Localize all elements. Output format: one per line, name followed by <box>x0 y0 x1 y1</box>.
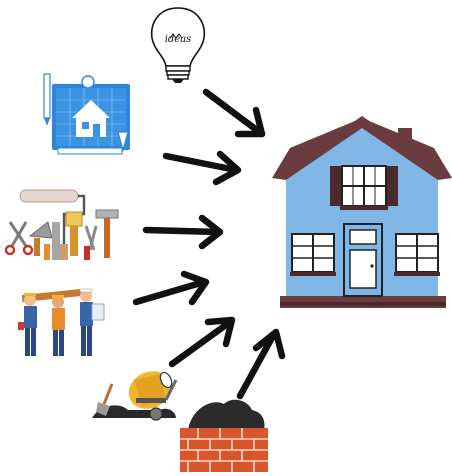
construction-workers-icon <box>18 288 105 356</box>
left-window <box>290 233 336 276</box>
lightbulb-icon: ideas <box>150 7 206 83</box>
arrows-group <box>132 88 286 400</box>
arrow-from-workers <box>132 270 210 306</box>
arrow-from-bulb <box>202 88 266 138</box>
construction-tools-icon <box>4 189 119 260</box>
house-blueprint-icon <box>43 73 130 155</box>
upper-window <box>330 165 398 210</box>
right-window <box>394 233 440 276</box>
arrow-from-blueprint <box>162 150 242 186</box>
front-door <box>343 223 383 297</box>
bulb-scribble: ideas <box>165 34 192 45</box>
house-icon <box>272 116 452 308</box>
cement-mixer-icon <box>92 371 178 421</box>
brick-wall-icon <box>180 399 268 472</box>
arrow-from-mixer <box>168 316 236 368</box>
arrow-from-tools <box>142 214 224 250</box>
arrow-from-bricks <box>236 328 286 400</box>
